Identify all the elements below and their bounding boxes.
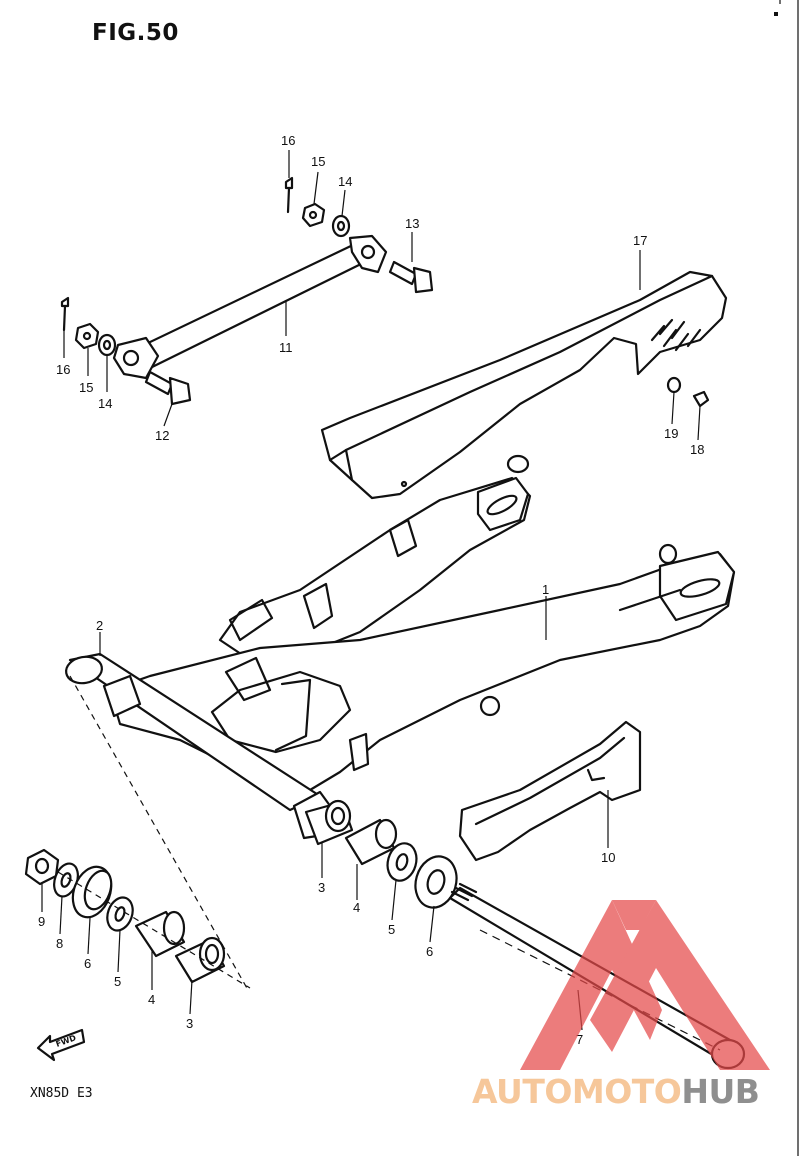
torque-rod-assembly [112,234,388,380]
seal-6-right [414,855,458,909]
washer-19 [666,376,682,394]
callout-8: 8 [56,936,63,951]
callout-15: 15 [311,154,325,169]
chain-case-17 [320,270,728,500]
callout-16: 16 [56,362,70,377]
watermark-suffix: HUB [681,1072,760,1111]
washer-5-right [386,842,418,882]
callout-15: 15 [79,380,93,395]
castle-nut-15-lower [74,322,100,350]
callout-13: 13 [405,216,419,231]
callout-1: 1 [542,582,549,597]
washer-5-left [106,896,134,932]
callout-3: 3 [186,1016,193,1031]
callout-2: 2 [96,618,103,633]
seal-6-left [71,865,113,919]
callout-5: 5 [114,974,121,989]
bolt-12 [144,370,192,406]
bolt-13 [388,260,434,294]
bushing-3-left [174,936,226,984]
fwd-arrow-icon: FWD [36,1028,86,1062]
callout-9: 9 [38,914,45,929]
washer-14-lower [97,333,117,357]
callout-numbers: 16 15 14 13 17 16 15 14 11 12 19 18 1 2 … [38,133,704,1047]
washer-8 [53,862,79,898]
cotter-pin-16-lower [60,296,70,332]
figure-title: FIG.50 [92,20,179,46]
torque-rod-end-lower [112,336,160,380]
watermark-logo [520,900,770,1070]
frame-edge [779,0,799,1156]
model-code: XN85D E3 [30,1086,93,1101]
torque-rod-end-upper [348,234,388,274]
washer-14-upper [331,214,351,238]
cotter-pin-16-upper [284,176,294,214]
torque-rod-hole-upper [360,244,376,260]
spacer-4-right [344,818,398,866]
watermark-prefix: AUTOMOTO [472,1072,682,1111]
callout-12: 12 [155,428,169,443]
swing-arm-1 [65,454,736,840]
spacer-4-left [134,910,186,958]
callout-10: 10 [601,850,615,865]
callout-5: 5 [388,922,395,937]
callout-4: 4 [353,900,360,915]
chain-case-vents [650,318,702,352]
callout-14: 14 [338,174,352,189]
bushing-3-right [304,799,354,846]
callout-14: 14 [98,396,112,411]
chain-guide-10 [458,720,642,862]
frame-dot [774,12,778,16]
watermark-text: AUTOMOTOHUB [472,1072,760,1111]
callout-16: 16 [281,133,295,148]
callout-18: 18 [690,442,704,457]
callout-6: 6 [426,944,433,959]
torque-rod [123,242,367,374]
callout-19: 19 [664,426,678,441]
callout-3: 3 [318,880,325,895]
assembly-lines [57,675,721,1051]
callout-7: 7 [576,1032,583,1047]
callout-11: 11 [279,340,293,355]
callout-17: 17 [633,233,647,248]
screw-18 [692,390,710,408]
callout-6: 6 [84,956,91,971]
nut-9 [24,848,60,886]
callout-4: 4 [148,992,155,1007]
castle-nut-15-upper [301,202,326,228]
torque-rod-hole-lower [122,349,140,367]
